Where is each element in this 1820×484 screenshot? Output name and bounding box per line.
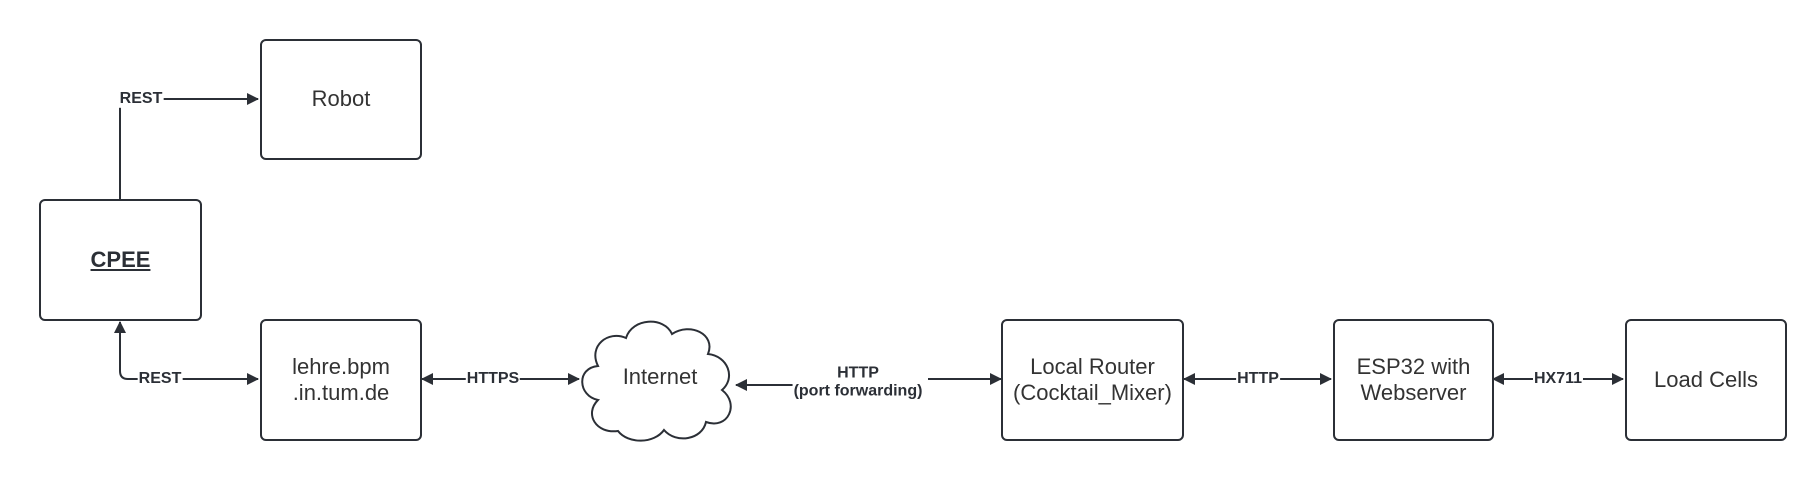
node-loadcells-label: Load Cells bbox=[1654, 366, 1758, 392]
edge-label-router-internet: HTTP (port forwarding) bbox=[792, 364, 924, 402]
node-router: Local Router (Cocktail_Mixer) bbox=[1001, 319, 1184, 441]
node-robot-label: Robot bbox=[311, 86, 371, 112]
node-robot: Robot bbox=[260, 39, 422, 160]
edge-label-router-internet-1: HTTP bbox=[837, 364, 879, 382]
node-lehre: lehre.bpm .in.tum.de bbox=[260, 319, 422, 441]
edge-label-router-internet-2: (port forwarding) bbox=[793, 383, 923, 400]
node-lehre-label-1: lehre.bpm bbox=[292, 353, 390, 379]
node-router-label-2: (Cocktail_Mixer) bbox=[1013, 380, 1172, 405]
node-cpee: CPEE bbox=[39, 199, 202, 321]
node-router-label-1: Local Router bbox=[1030, 353, 1155, 379]
node-lehre-label-2: .in.tum.de bbox=[292, 380, 390, 405]
edge-label-lehre-cpee: REST bbox=[137, 369, 183, 389]
edge-label-cpee-robot: REST bbox=[118, 89, 164, 109]
edge-label-lehre-internet: HTTPS bbox=[465, 369, 521, 389]
node-cpee-label: CPEE bbox=[90, 246, 151, 272]
node-esp32: ESP32 with Webserver bbox=[1333, 319, 1494, 441]
edge-lehre-cpee bbox=[114, 321, 259, 385]
node-esp32-label-2: Webserver bbox=[1360, 380, 1467, 405]
edge-label-esp32-loadcells: HX711 bbox=[1532, 369, 1584, 389]
internet-cloud-shape bbox=[581, 320, 732, 442]
edge-label-router-esp32: HTTP bbox=[1236, 369, 1280, 389]
node-esp32-label-1: ESP32 with bbox=[1356, 353, 1471, 379]
edge-cpee-robot bbox=[119, 93, 259, 199]
node-internet-label: Internet bbox=[622, 364, 698, 389]
node-loadcells: Load Cells bbox=[1625, 319, 1787, 441]
